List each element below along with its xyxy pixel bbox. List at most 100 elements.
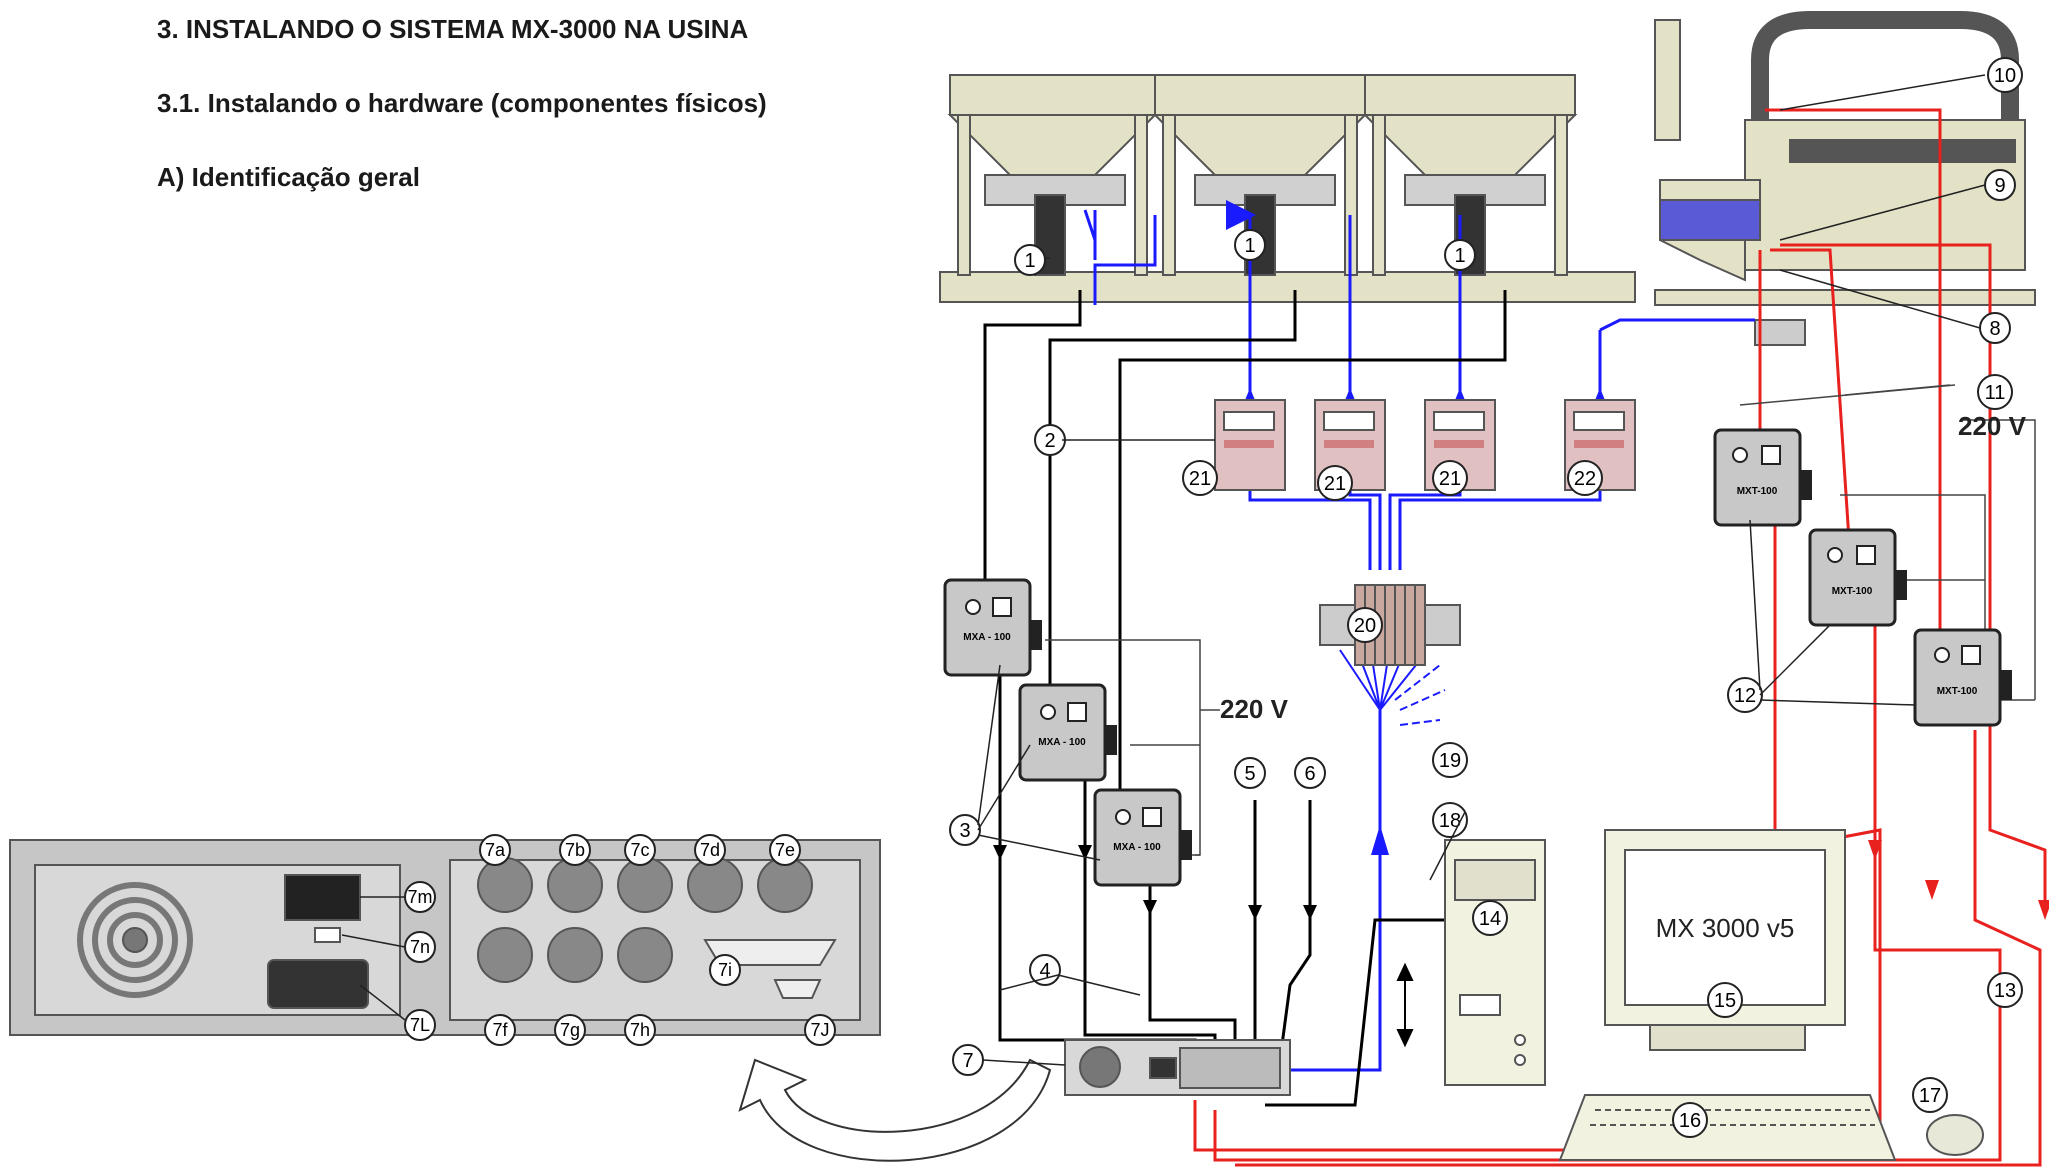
svg-text:7h: 7h [630,1020,650,1040]
svg-text:15: 15 [1714,990,1736,1012]
callout-9: 9 [1985,170,2015,200]
temperature-arrows [1868,840,2049,920]
svg-text:14: 14 [1479,908,1501,930]
rotate-arrow [740,1060,1050,1161]
computer-tower [1445,840,1545,1085]
voltage-selector [315,928,340,942]
mxt-module-c: MXT-100 [1915,630,2012,725]
callout-21: 21 [1433,461,1467,495]
keyboard [1560,1095,1895,1160]
callout-7c: 7c [625,835,655,865]
callout-19: 19 [1433,743,1467,777]
svg-text:18: 18 [1439,810,1461,832]
mxa-module-b: MXA - 100 [1020,685,1117,780]
callout-11: 11 [1978,375,2012,409]
callout-7i: 7i [710,955,740,985]
callout-1: 1 [1445,240,1475,270]
mxt-label: MXT-100 [1737,486,1778,497]
mxt-label: MXT-100 [1937,686,1978,697]
svg-text:7n: 7n [410,937,430,957]
callout-2: 2 [1035,425,1065,455]
svg-text:2: 2 [1044,430,1055,452]
callout-17: 17 [1913,1078,1947,1112]
svg-text:7g: 7g [560,1020,580,1040]
rear-panel [10,840,880,1035]
svg-text:1: 1 [1454,245,1465,267]
callout-7n: 7n [405,932,435,962]
callout-3: 3 [950,815,980,845]
callout-1: 1 [1235,230,1265,260]
svg-text:7a: 7a [485,840,506,860]
voltage-label-left: 220 V [1220,694,1289,724]
interface-box [1065,1040,1290,1095]
svg-text:9: 9 [1994,175,2005,197]
svg-text:7: 7 [962,1050,973,1072]
callout-7h: 7h [625,1015,655,1045]
silo-base-platform [940,272,1635,302]
svg-text:7e: 7e [775,840,795,860]
power-socket [268,960,368,1008]
mxa-label: MXA - 100 [963,632,1011,643]
module-21-a [1215,400,1285,490]
svg-text:7c: 7c [630,840,649,860]
hopper-1 [950,75,1155,275]
mxa-module-a: MXA - 100 [945,580,1042,675]
callout-14: 14 [1473,901,1507,935]
callout-13: 13 [1988,973,2022,1007]
screen-label: MX 3000 v5 [1656,913,1795,943]
svg-text:12: 12 [1734,685,1756,707]
mouse [1927,1115,1983,1155]
svg-text:8: 8 [1989,318,2000,340]
callout-7f: 7f [485,1015,515,1045]
svg-text:13: 13 [1994,980,2016,1002]
mxa-module-c: MXA - 100 [1095,790,1192,885]
svg-text:21: 21 [1189,468,1211,490]
svg-text:7d: 7d [700,840,720,860]
callout-1: 1 [1015,245,1045,275]
callout-7b: 7b [560,835,590,865]
callout-7: 7 [953,1045,983,1075]
svg-text:7J: 7J [810,1020,829,1040]
svg-text:7i: 7i [718,960,732,980]
callout-18: 18 [1433,803,1467,837]
double-arrow [1398,965,1412,1045]
svg-text:5: 5 [1244,763,1255,785]
svg-text:22: 22 [1574,468,1596,490]
svg-text:19: 19 [1439,750,1461,772]
callout-7L: 7L [405,1010,435,1040]
callout-8: 8 [1980,313,2010,343]
fan [80,885,190,995]
mxa-label: MXA - 100 [1113,842,1161,853]
svg-text:7b: 7b [565,840,585,860]
callout-7g: 7g [555,1015,585,1045]
svg-text:20: 20 [1354,615,1376,637]
power-switch [285,875,360,920]
callout-22: 22 [1568,461,1602,495]
voltage-label-right: 220 V [1958,411,2027,441]
svg-text:7f: 7f [492,1020,508,1040]
callout-5: 5 [1235,758,1265,788]
svg-text:17: 17 [1919,1085,1941,1107]
callout-20: 20 [1348,608,1382,642]
svg-text:16: 16 [1679,1110,1701,1132]
callout-7a: 7a [480,835,510,865]
svg-text:6: 6 [1304,763,1315,785]
callout-6: 6 [1295,758,1325,788]
callout-15: 15 [1708,983,1742,1017]
mxt-label: MXT-100 [1832,586,1873,597]
svg-text:7m: 7m [407,887,432,907]
svg-text:1: 1 [1024,250,1035,272]
svg-text:3: 3 [959,820,970,842]
svg-text:11: 11 [1985,382,2006,404]
callout-7d: 7d [695,835,725,865]
callout-12: 12 [1728,678,1762,712]
svg-text:1: 1 [1244,235,1255,257]
mxa-label: MXA - 100 [1038,737,1086,748]
mxt-module-b: MXT-100 [1810,530,1907,625]
callout-7e: 7e [770,835,800,865]
svg-text:10: 10 [1994,65,2016,87]
dryer-baghouse [1655,20,2035,345]
mxt-module-a: MXT-100 [1715,430,1812,525]
callout-16: 16 [1673,1103,1707,1137]
